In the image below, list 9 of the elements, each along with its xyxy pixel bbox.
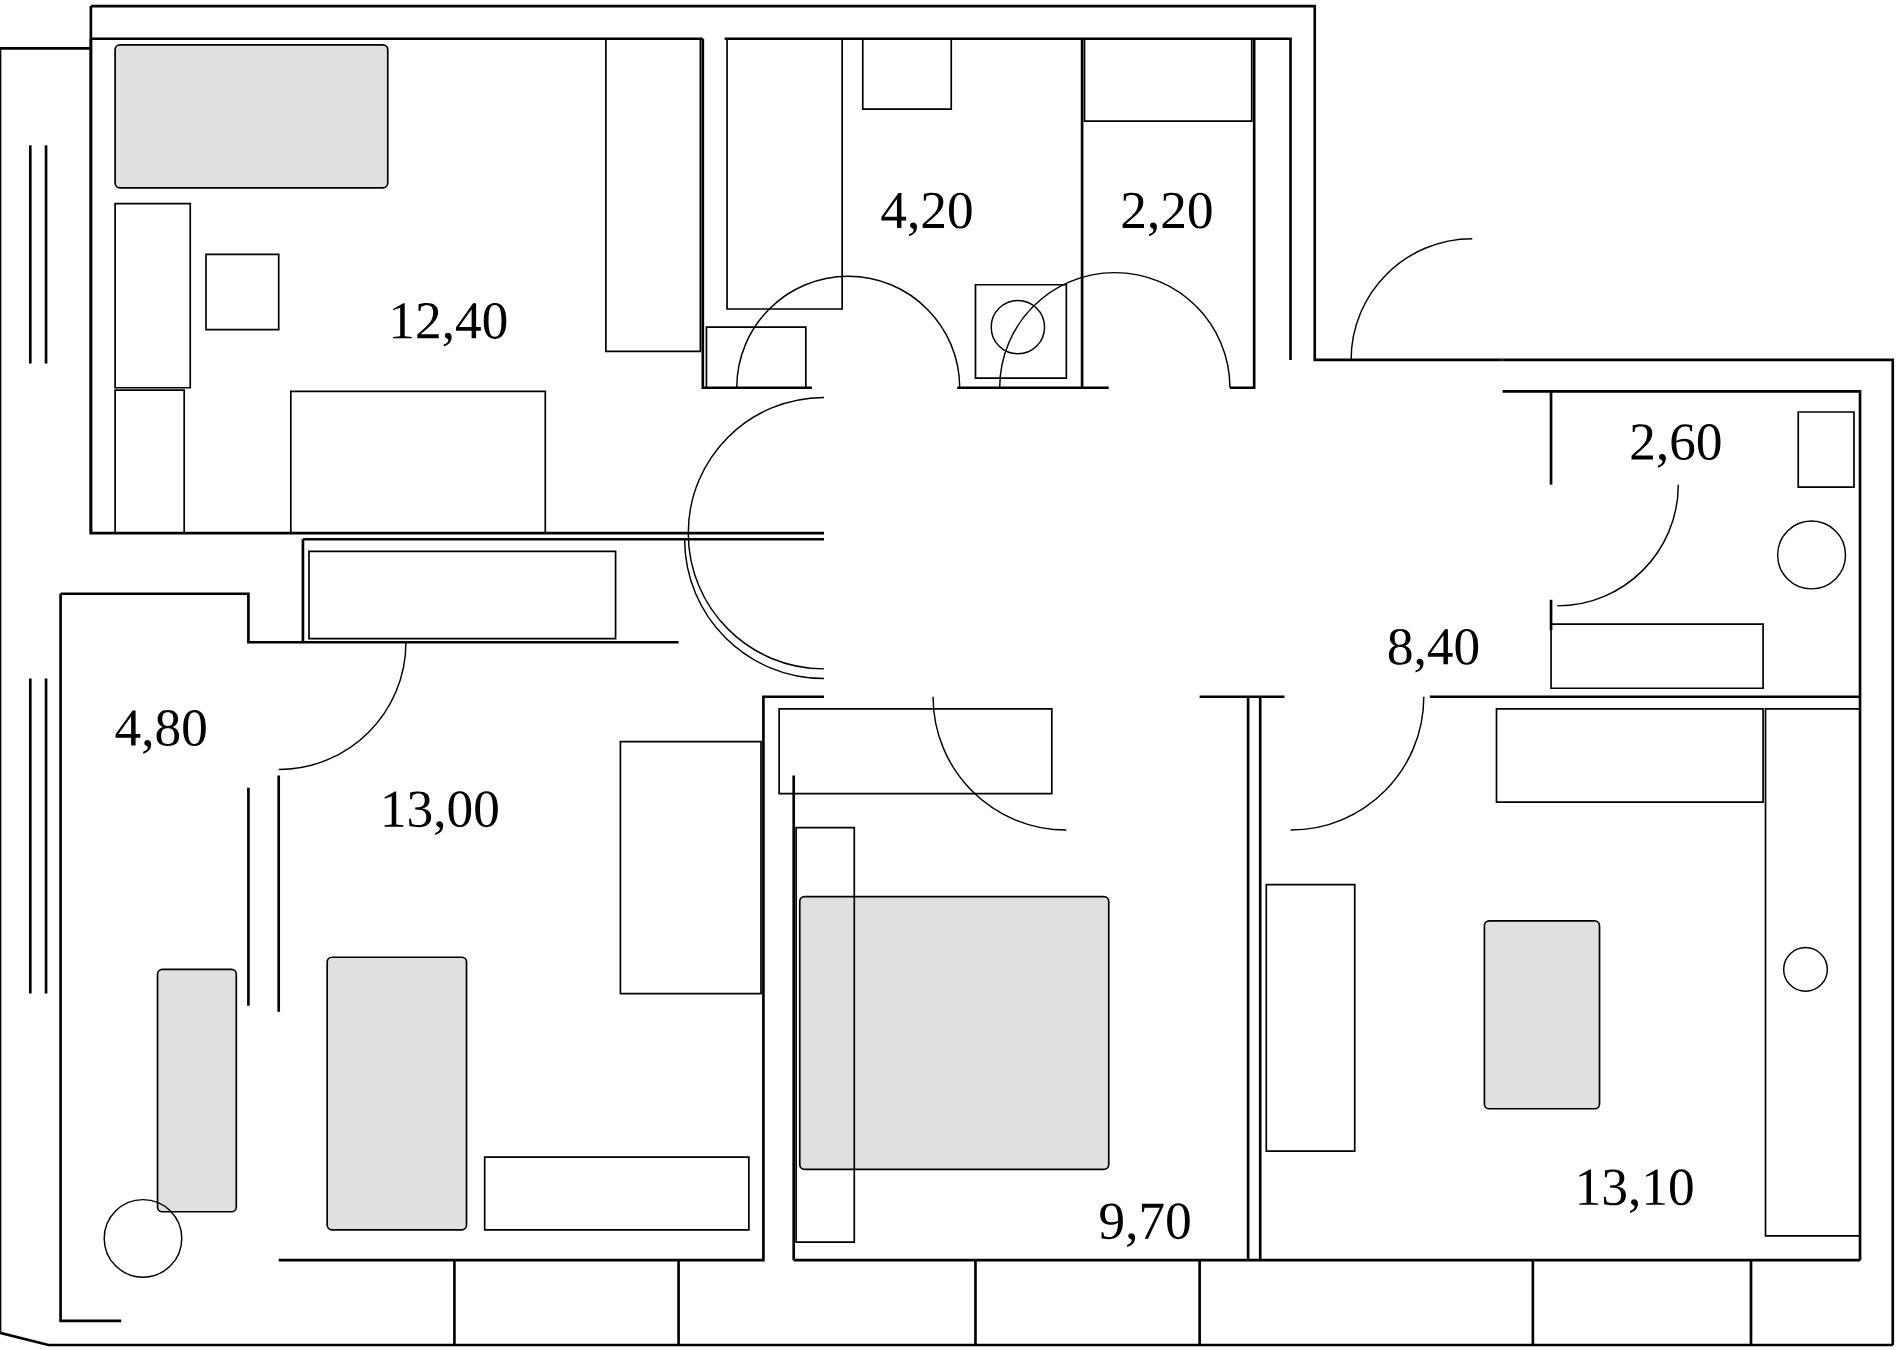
- area-label: 12,40: [393, 303, 507, 347]
- area-label: 9,70: [1100, 1203, 1190, 1247]
- area-label: 4,20: [881, 192, 972, 237]
- area-label: 2,20: [1122, 192, 1212, 237]
- area-label: 13,10: [1579, 1169, 1693, 1213]
- area-label: 2,60: [1631, 424, 1721, 468]
- area-label: 4,80: [115, 710, 206, 754]
- area-label: 8,40: [1388, 628, 1479, 673]
- area-label: 13,00: [384, 791, 498, 835]
